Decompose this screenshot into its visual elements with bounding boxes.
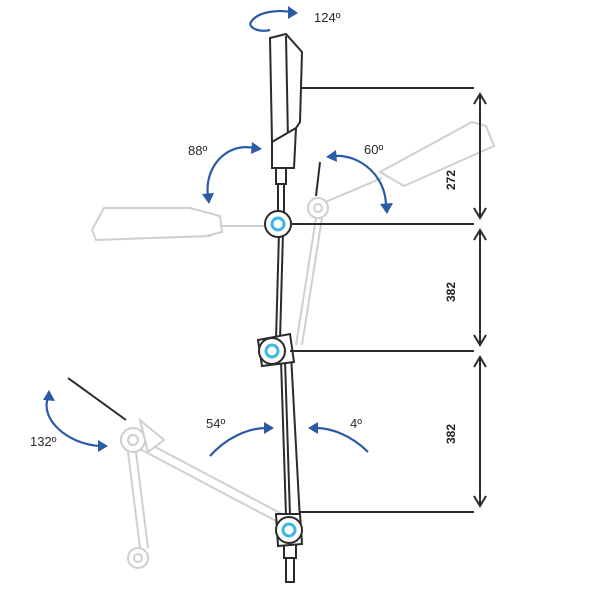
- lamp-arm: [275, 231, 301, 583]
- rotation-label-lower-arm-left: 54º: [206, 416, 225, 431]
- rotation-label-base-joint: 132º: [30, 434, 57, 449]
- joint-middle: [256, 332, 296, 368]
- rotation-label-tilt-right: 60º: [364, 142, 383, 157]
- dimension-label-lower: 382: [444, 424, 458, 444]
- joint-upper: [264, 210, 292, 238]
- dimension-arrow-upper: [473, 92, 487, 220]
- dimension-label-middle: 382: [444, 282, 458, 302]
- tilt-left-arrow-icon: [202, 142, 262, 204]
- rotation-label-swivel: 124º: [314, 10, 341, 25]
- ghost-right-arm: [295, 217, 323, 346]
- dimension-leaders: [290, 87, 474, 513]
- left-arm-tip-line: [67, 377, 127, 421]
- swivel-arrow-icon: [248, 6, 298, 32]
- tilt-right-arrow-icon: [326, 150, 393, 214]
- base-joint-arrow-icon: [43, 390, 108, 452]
- right-arm-tip-line: [315, 161, 321, 197]
- ghost-left-arm: [120, 417, 283, 569]
- ghost-right-head: [307, 120, 496, 219]
- lamp-head: [268, 32, 304, 213]
- lower-arm-left-arrow-icon: [209, 422, 274, 457]
- dimension-arrow-middle: [473, 228, 487, 347]
- ghost-left-head: [90, 207, 272, 242]
- joint-lower: [274, 513, 304, 548]
- lower-arm-right-arrow-icon: [308, 422, 369, 453]
- dimension-label-upper: 272: [444, 170, 458, 190]
- dimension-arrow-lower: [473, 355, 487, 508]
- rotation-label-tilt-left: 88º: [188, 143, 207, 158]
- rotation-label-lower-arm-right: 4º: [350, 416, 362, 431]
